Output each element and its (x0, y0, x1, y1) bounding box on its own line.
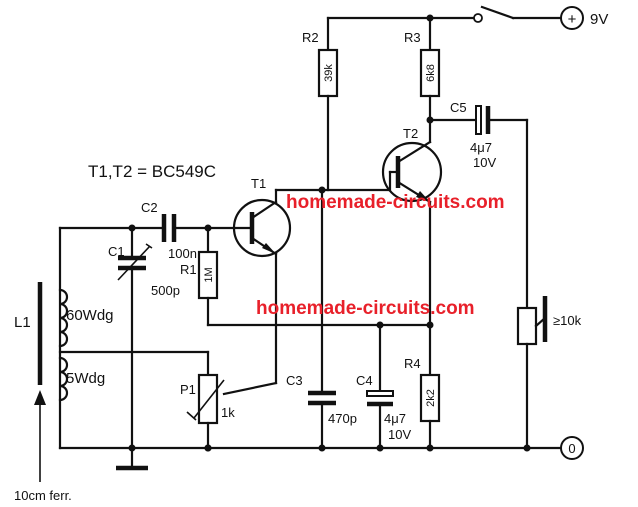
l1-winding-a: 60Wdg (66, 307, 114, 324)
ferrite-arrow (34, 390, 46, 482)
c5-voltage: 10V (473, 155, 496, 170)
l1-coil (37, 226, 210, 450)
ground-symbol (116, 446, 148, 471)
c2-value: 100n (168, 246, 197, 261)
c1-value: 500p (151, 283, 180, 298)
supply-terminal: + (560, 6, 584, 30)
p1-potentiometer (186, 350, 225, 452)
r1-resistor (197, 226, 434, 329)
c2-label: C2 (141, 200, 158, 215)
c4-capacitor (366, 323, 394, 450)
l1-label: L1 (14, 314, 31, 331)
svg-text:+: + (568, 11, 577, 28)
ground-rail (128, 444, 562, 452)
r4-resistor (419, 373, 441, 450)
c3-capacitor (308, 390, 336, 450)
output-pot-value: ≥10k (553, 313, 582, 328)
r4-label: R4 (404, 356, 421, 371)
t2-label: T2 (403, 126, 418, 141)
r3-label: R3 (404, 30, 421, 45)
switch-contact (473, 13, 483, 23)
c4-voltage: 10V (388, 427, 411, 442)
ground-terminal: 0 (560, 436, 584, 460)
r2-value: 39k (323, 64, 335, 82)
c3-value: 470p (328, 411, 357, 426)
watermark-bottom: homemade-circuits.com (256, 298, 475, 319)
l1-winding-b: 5Wdg (66, 370, 105, 387)
c2-capacitor (130, 214, 236, 242)
r2-label: R2 (302, 30, 319, 45)
r4-value: 2k2 (425, 389, 437, 407)
c5-value: 4μ7 (470, 140, 492, 155)
transistor-type-note: T1,T2 = BC549C (88, 162, 216, 181)
r1-label: R1 (180, 262, 197, 277)
watermark-top: homemade-circuits.com (286, 192, 505, 213)
p1-label: P1 (180, 382, 196, 397)
r1-value: 1M (203, 267, 215, 282)
p1-value: 1k (221, 405, 235, 420)
r2-resistor (317, 16, 339, 395)
output-potentiometer (516, 296, 548, 450)
c5-capacitor (475, 105, 529, 310)
r3-value: 6k8 (425, 64, 437, 82)
c5-label: C5 (450, 100, 467, 115)
c3-label: C3 (286, 373, 303, 388)
c1-label: C1 (108, 244, 125, 259)
c4-label: C4 (356, 373, 373, 388)
supply-rail (326, 5, 562, 23)
ferrite-label: 10cm ferr. (14, 488, 72, 503)
r3-resistor (419, 16, 478, 144)
supply-voltage-label: 9V (590, 11, 608, 28)
t1-label: T1 (251, 176, 266, 191)
svg-text:0: 0 (568, 441, 575, 456)
t2-transistor (381, 140, 443, 377)
c4-value: 4μ7 (384, 411, 406, 426)
c1-capacitor (117, 224, 153, 450)
t1-transistor (222, 188, 392, 396)
